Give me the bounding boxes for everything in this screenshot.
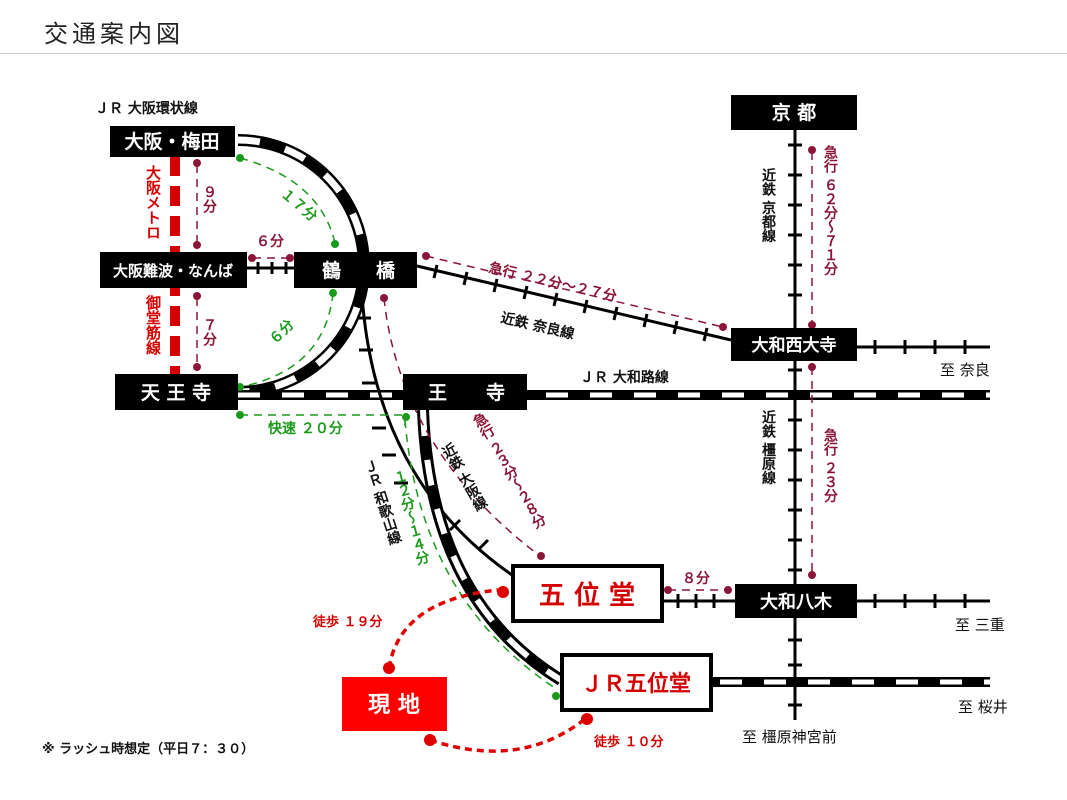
time-umeda-tsuruhashi: １７分 [277,186,319,225]
svg-text:大阪難波・なんば: 大阪難波・なんば [113,262,233,280]
svg-text:天 王 寺: 天 王 寺 [141,382,211,404]
time-kyoto-saidaiji: 急行 ６２分～７１分 [822,144,839,277]
svg-text:王: 王 [428,382,447,404]
svg-text:ＪＲ五位堂: ＪＲ五位堂 [581,671,691,697]
svg-text:大和八木: 大和八木 [760,591,833,613]
station-tennoji[interactable]: 天 王 寺 [115,374,238,410]
station-yamato-yagi[interactable]: 大和八木 [735,584,857,618]
time-tsuruhashi-tennoji: ６分 [267,317,298,348]
svg-text:現 地: 現 地 [368,693,420,718]
svg-text:京 都: 京 都 [772,101,817,124]
svg-text:橋: 橋 [376,259,396,282]
divider [0,53,1067,54]
direction-sakurai: 至 桜井 [958,698,1008,716]
label-kintetsu-nara: 近鉄 奈良線 [499,309,576,342]
label-kintetsu-osaka: 近鉄 大阪線 [438,440,490,515]
direction-nara: 至 奈良 [940,361,990,379]
page-title: 交通案内図 [44,20,184,48]
direction-kashihara: 至 橿原神宮前 [742,728,837,746]
label-metro: 大阪メトロ [144,164,162,240]
time-saidaiji-yagi: 急行 ２３分 [822,427,839,504]
label-jr-loop: ＪＲ 大阪環状線 [95,100,198,117]
time-tennoji-ouji: 快速 ２０分 [268,420,343,437]
label-midosuji: 御堂筋線 [144,294,162,356]
station-yamato-saidaiji[interactable]: 大和西大寺 [731,328,857,361]
station-jr-godo[interactable]: ＪＲ五位堂 [560,653,713,712]
label-jr-yamatoji: ＪＲ 大和路線 [580,369,669,386]
kintetsu-nara-line [416,264,732,342]
label-kintetsu-kashihara: 近鉄 橿原線 [760,409,776,486]
time-tsuruhashi-godo: 急行 ２３分～２８分 [469,409,550,533]
direction-mie: 至 三重 [955,616,1005,634]
station-tsuruhashi[interactable]: 鶴橋 [294,252,417,288]
station-godo[interactable]: 五 位 堂 [511,564,664,623]
footnote: ※ ラッシュ時想定（平日７：３０） [42,741,254,757]
station-kyoto[interactable]: 京 都 [731,95,857,130]
walk-route-godo [387,588,499,669]
svg-text:鶴: 鶴 [322,259,341,282]
station-namba[interactable]: 大阪難波・なんば [100,252,247,288]
label-kintetsu-kyoto: 近鉄 京都線 [760,167,777,244]
station-ouji[interactable]: 王寺 [403,374,527,410]
time-godo-yagi: ８分 [682,571,710,587]
svg-text:寺: 寺 [486,382,505,404]
svg-text:大阪・梅田: 大阪・梅田 [124,130,219,153]
time-walk-jrgodo: 徒歩 １０分 [593,734,664,750]
time-namba-tsuruhashi: ６分 [256,234,284,250]
time-namba-tennoji: ７分 [201,318,217,347]
time-walk-godo: 徒歩 １９分 [312,614,383,630]
time-umeda-namba: ９分 [201,185,217,214]
site-location[interactable]: 現 地 [342,677,447,731]
station-umeda[interactable]: 大阪・梅田 [110,126,235,157]
svg-text:大和西大寺: 大和西大寺 [752,335,837,356]
svg-text:五 位 堂: 五 位 堂 [539,580,635,611]
walk-route-jr-godo [429,717,587,753]
